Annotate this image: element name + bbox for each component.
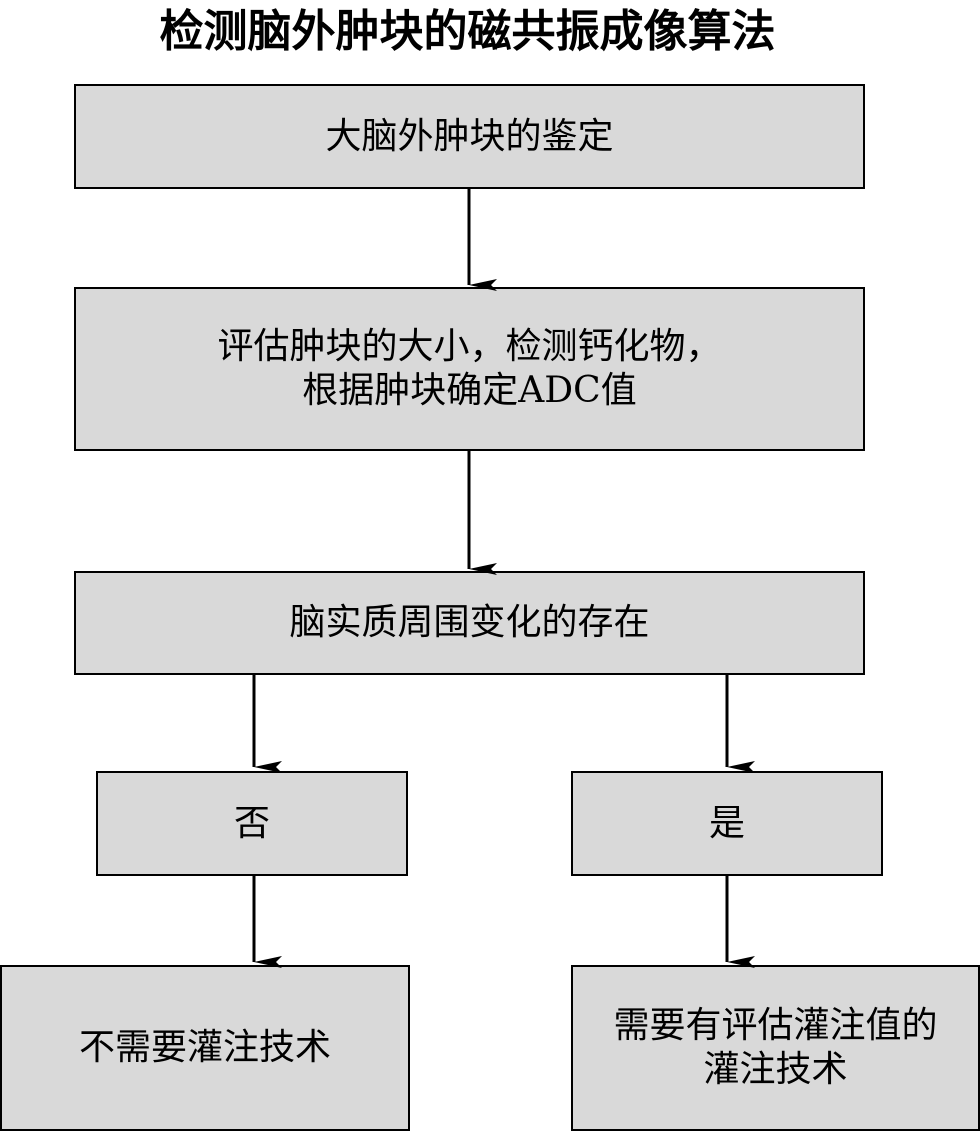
node-parenchyma-change-label: 脑实质周围变化的存在 xyxy=(289,602,650,643)
node-result-perfusion-needed-line1: 需要有评估灌注值的 xyxy=(613,1005,938,1046)
node-parenchyma-change: 脑实质周围变化的存在 xyxy=(74,571,865,675)
node-assess-mass-line2: 根据肿块确定ADC值 xyxy=(302,370,637,411)
node-branch-no-label: 否 xyxy=(233,802,270,844)
node-branch-yes-label: 是 xyxy=(708,802,745,844)
node-result-perfusion-needed: 需要有评估灌注值的 灌注技术 xyxy=(571,965,980,1131)
node-result-perfusion-needed-line2: 灌注技术 xyxy=(703,1049,848,1090)
diagram-title: 检测脑外肿块的磁共振成像算法 xyxy=(159,6,776,57)
node-branch-yes: 是 xyxy=(571,771,883,876)
node-assess-mass-line1: 评估肿块的大小，检测钙化物， xyxy=(217,326,722,367)
node-result-no-perfusion: 不需要灌注技术 xyxy=(0,965,410,1131)
node-identify-mass: 大脑外肿块的鉴定 xyxy=(74,84,865,189)
node-branch-no: 否 xyxy=(96,771,408,876)
node-identify-mass-label: 大脑外肿块的鉴定 xyxy=(325,115,614,157)
node-result-no-perfusion-label: 不需要灌注技术 xyxy=(78,1027,331,1068)
